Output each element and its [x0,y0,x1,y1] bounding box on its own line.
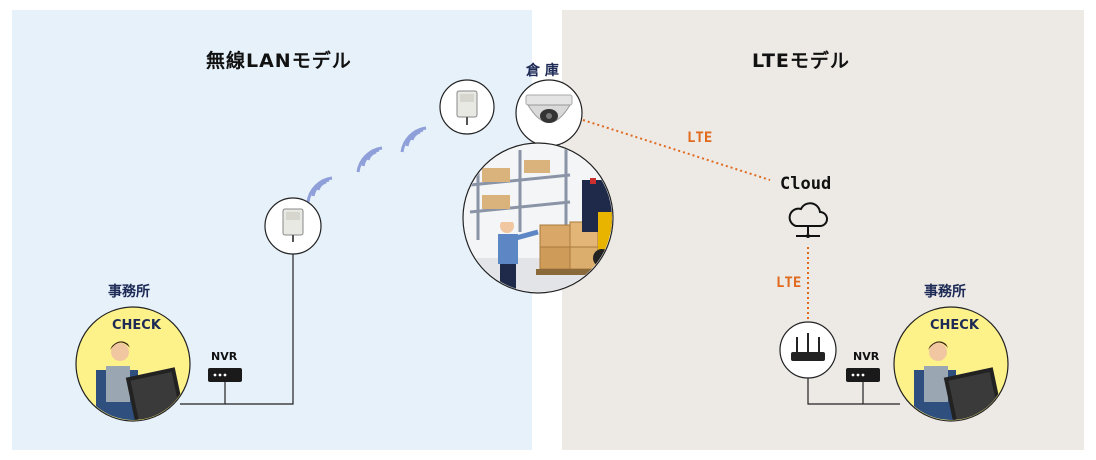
left-wiring [180,254,294,405]
access-point-icon [264,197,322,255]
office-label-left: 事務所 [108,284,150,300]
nvr-device-right-icon [846,368,880,382]
office-label-right: 事務所 [924,284,966,300]
lte-model-title: LTEモデル [752,50,850,72]
check-text-right: CHECK [930,318,980,333]
cloud-icon [788,202,828,238]
office-monitoring-right-illustration: CHECK [893,306,1009,422]
warehouse-scene-illustration [462,142,614,294]
nvr-device-left-icon [208,368,242,382]
warehouse-label: 倉 庫 [526,63,559,79]
office-monitoring-left-illustration: CHECK [75,306,191,422]
nvr-label-right: NVR [853,350,880,363]
access-point-warehouse-icon [439,79,495,135]
lte-label-top: LTE [687,130,713,146]
nvr-label-left: NVR [211,350,238,363]
check-text-left: CHECK [112,318,162,333]
dome-camera-icon [515,79,583,147]
wifi-waves-icon [306,126,427,203]
right-wiring [807,375,900,405]
wireless-lan-title: 無線LANモデル [206,50,352,72]
lte-router-icon [779,321,837,379]
cloud-label: Cloud [780,174,832,194]
lte-label-bottom: LTE [776,275,802,291]
lte-dotted-line-camera [582,119,771,181]
